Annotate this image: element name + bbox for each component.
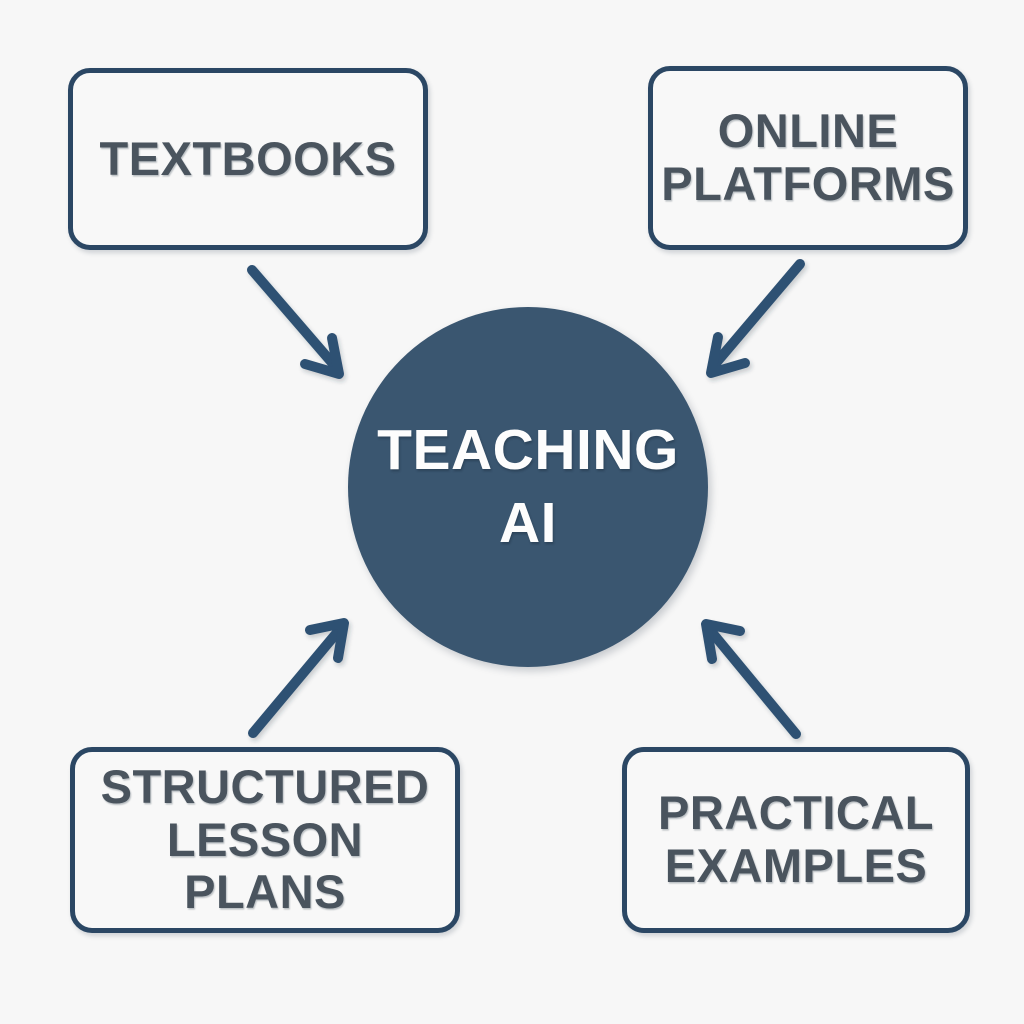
arrow-practical-examples-to-center	[701, 619, 801, 739]
node-label-practical-examples: PRACTICAL EXAMPLES	[648, 787, 944, 892]
arrow-textbooks-to-center	[247, 265, 344, 379]
node-box-structured-lesson-plans[interactable]: STRUCTURED LESSON PLANS	[70, 747, 460, 933]
node-label-practical-examples-line2: EXAMPLES	[664, 839, 928, 892]
node-label-textbooks: TEXTBOOKS	[90, 131, 407, 186]
node-box-textbooks[interactable]: TEXTBOOKS	[68, 68, 428, 250]
node-box-online-platforms[interactable]: ONLINE PLATFORMS	[648, 66, 968, 250]
node-label-practical-examples-line1: PRACTICAL	[657, 786, 935, 840]
node-label-structured-lesson-plans-line2: LESSON PLANS	[166, 812, 364, 919]
node-label-online-platforms-line2: PLATFORMS	[661, 157, 955, 210]
center-node-teaching-ai[interactable]: TEACHING AI	[348, 307, 708, 667]
arrow-structured-lesson-plans-to-center	[248, 618, 349, 738]
node-label-online-platforms-line1: ONLINE	[717, 104, 899, 158]
arrow-online-platforms-to-center	[706, 259, 805, 378]
center-node-label-line2: AI	[499, 491, 557, 555]
node-box-practical-examples[interactable]: PRACTICAL EXAMPLES	[622, 747, 970, 933]
center-node-label-line1: TEACHING	[377, 418, 679, 483]
node-label-textbooks-line1: TEXTBOOKS	[99, 131, 397, 185]
node-label-online-platforms: ONLINE PLATFORMS	[651, 105, 964, 210]
node-label-structured-lesson-plans: STRUCTURED LESSON PLANS	[75, 760, 455, 919]
node-label-structured-lesson-plans-line1: STRUCTURED	[100, 760, 430, 814]
